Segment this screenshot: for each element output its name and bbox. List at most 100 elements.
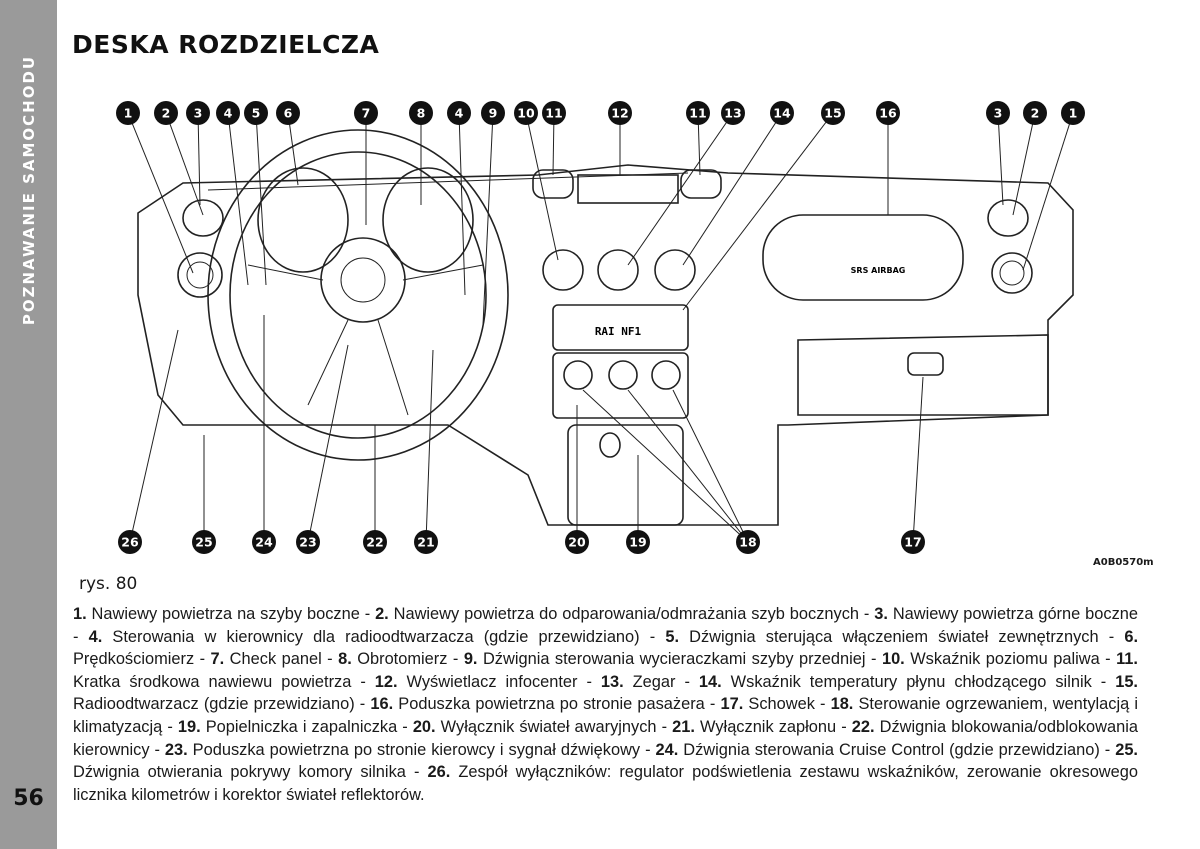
svg-text:2: 2 (1031, 106, 1040, 121)
legend-description: Nawiewy powietrza do odparowania/odmraża… (388, 605, 875, 623)
callout-1-left: 1 (116, 101, 140, 125)
callout-2-right: 2 (1023, 101, 1047, 125)
svg-text:3: 3 (194, 106, 203, 121)
callout-11-right: 11 (686, 101, 710, 125)
airbag-label: SRS AIRBAG (851, 266, 906, 275)
callout-3-right: 3 (986, 101, 1010, 125)
legend-description: Dźwignia sterowania wycieraczkami szyby … (477, 650, 882, 669)
callout-8: 8 (409, 101, 433, 125)
legend-description: Poduszka powietrzna po stronie pasażera … (393, 695, 721, 714)
legend-number: 4. (88, 627, 103, 646)
clock (597, 249, 639, 291)
callout-20: 20 (565, 530, 589, 554)
svg-text:15: 15 (824, 106, 841, 121)
svg-text:3: 3 (994, 106, 1003, 121)
legend-number: 10. (881, 650, 905, 669)
callout-5: 5 (244, 101, 268, 125)
svg-text:2: 2 (162, 106, 171, 121)
svg-text:25: 25 (195, 535, 212, 550)
callout-13: 13 (721, 101, 745, 125)
dashboard-outline (137, 164, 1074, 526)
speedometer (257, 167, 349, 273)
callout-7: 7 (354, 101, 378, 125)
legend-number: 17. (720, 695, 744, 714)
svg-text:11: 11 (689, 106, 706, 121)
section-title: POZNAWANIE SAMOCHODU (20, 54, 38, 326)
legend-description: Wyświetlacz infocenter - (397, 672, 601, 691)
callout-25: 25 (192, 530, 216, 554)
legend-number: 24. (655, 740, 679, 759)
svg-text:11: 11 (545, 106, 562, 121)
callout-15: 15 (821, 101, 845, 125)
svg-text:6: 6 (284, 106, 293, 121)
climate-panel (552, 352, 689, 419)
callout-1-right: 1 (1061, 101, 1085, 125)
svg-text:26: 26 (121, 535, 139, 550)
svg-text:4: 4 (224, 106, 233, 121)
legend-description: Dźwignia sterowania Cruise Control (gdzi… (678, 740, 1116, 759)
callout-17: 17 (901, 530, 925, 554)
callout-18: 18 (736, 530, 760, 554)
sidebar: POZNAWANIE SAMOCHODU 56 (0, 0, 57, 849)
legend-number: 7. (210, 650, 225, 669)
legend-number: 20. (412, 717, 436, 736)
legend-description: Check panel - (224, 650, 339, 669)
callout-11-left: 11 (542, 101, 566, 125)
legend-description: Sterowania w kierownicy dla radioodtwarz… (102, 627, 666, 646)
legend-description: Nawiewy powietrza górne boczne - (73, 605, 1138, 646)
legend-description: Radioodtwarzacz (gdzie przewidziano) - (73, 695, 371, 714)
callout-4-right: 4 (447, 101, 471, 125)
legend-description: Dźwignia otwierania pokrywy komory silni… (73, 763, 428, 782)
svg-text:10: 10 (517, 106, 535, 121)
legend-description: Schowek - (743, 695, 831, 714)
legend-description: Sterowanie ogrzewaniem, wentylacją i kli… (73, 695, 1139, 736)
svg-text:24: 24 (255, 535, 273, 550)
legend-number: 13. (600, 672, 624, 691)
callout-19: 19 (626, 530, 650, 554)
callout-4-left: 4 (216, 101, 240, 125)
callout-22: 22 (363, 530, 387, 554)
callout-23: 23 (296, 530, 320, 554)
svg-text:7: 7 (362, 106, 371, 121)
legend-number: 21. (672, 717, 695, 736)
legend-description: Wskaźnik poziomu paliwa - (904, 650, 1117, 669)
legend-description: Popielniczka i zapalniczka - (200, 717, 413, 736)
svg-text:4: 4 (455, 106, 464, 121)
legend-number: 26. (427, 763, 451, 782)
page-number: 56 (13, 786, 44, 811)
legend-number: 6. (1124, 627, 1138, 646)
legend-number: 23. (164, 740, 188, 759)
legend-description: Zegar - (623, 672, 699, 691)
fuel-gauge (542, 249, 584, 291)
svg-text:5: 5 (252, 106, 261, 121)
svg-text:14: 14 (773, 106, 791, 121)
svg-text:21: 21 (417, 535, 434, 550)
svg-text:22: 22 (366, 535, 383, 550)
legend-number: 5. (665, 627, 680, 646)
legend-description: Wyłącznik zapłonu - (694, 717, 852, 736)
figure-caption: rys. 80 (79, 574, 138, 594)
legend-number: 9. (463, 650, 478, 669)
svg-text:16: 16 (879, 106, 897, 121)
svg-text:23: 23 (299, 535, 316, 550)
legend-number: 15. (1115, 672, 1138, 691)
svg-text:9: 9 (489, 106, 498, 121)
legend-number: 11. (1116, 650, 1138, 669)
legend-description: Zespół wyłączników: regulator podświetle… (73, 763, 1138, 804)
callout-10: 10 (514, 101, 538, 125)
legend-number: 14. (698, 672, 722, 691)
legend-description: Obrotomierz - (351, 650, 464, 669)
leader-lines (127, 112, 1074, 543)
svg-text:18: 18 (739, 535, 756, 550)
legend-description: Dźwignia blokowania/odblokowania kierown… (73, 717, 1138, 759)
legend-description: Dźwignia sterująca włączeniem świateł ze… (679, 627, 1125, 646)
callout-14: 14 (770, 101, 794, 125)
legend-number: 25. (1115, 740, 1138, 759)
steering-wheel (207, 129, 509, 461)
svg-text:13: 13 (724, 106, 741, 121)
legend-description: Wskaźnik temperatury płynu chłodzącego s… (721, 672, 1116, 691)
svg-text:20: 20 (568, 535, 586, 550)
legend-number: 19. (177, 717, 201, 736)
callout-9: 9 (481, 101, 505, 125)
callout-6: 6 (276, 101, 300, 125)
